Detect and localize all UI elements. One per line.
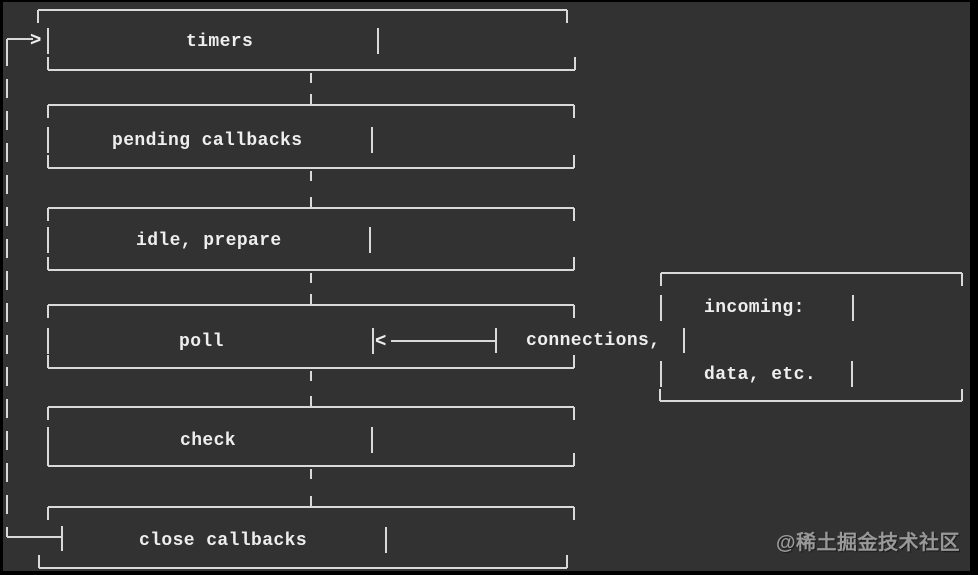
watermark-text: @稀土掘金技术社区 — [775, 532, 960, 554]
connector-tick-down — [310, 273, 312, 283]
timers-top-left-corner — [37, 10, 39, 23]
loop-arrowhead-icon: > — [30, 29, 42, 52]
close-callbacks-top-left-corner — [47, 507, 49, 520]
poll-bottom-right-corner — [573, 355, 575, 368]
idle-prepare-label-pipe-right — [369, 227, 371, 253]
check-top-right-corner — [573, 407, 575, 420]
loop-top-line — [7, 38, 33, 40]
pending-callbacks-label-pipe-left — [47, 127, 49, 153]
idle-prepare-bottom-left-corner — [47, 257, 49, 270]
pending-callbacks-top-left-corner — [47, 105, 49, 118]
timers-bottom-right-corner — [574, 57, 576, 70]
connector-tick-up — [310, 496, 312, 506]
frame-edge-left — [0, 0, 3, 575]
close-callbacks-bottom-right-corner — [566, 555, 568, 568]
poll-arrow-shaft — [391, 340, 496, 342]
close-callbacks-bottom-border — [39, 567, 567, 569]
loop-bottom-corner — [6, 530, 8, 537]
connector-tick-down — [310, 171, 312, 181]
idle-prepare-bottom-border — [48, 269, 574, 271]
close-callbacks-bottom-left-corner — [38, 555, 40, 568]
data-row-pipe-right — [851, 361, 853, 387]
incoming-box-bottom-right-corner — [961, 389, 963, 401]
phase-label-pending-callbacks: pending callbacks — [112, 131, 303, 151]
frame-edge-right — [970, 0, 978, 575]
sidebox-label-data-etc: data, etc. — [704, 365, 817, 385]
incoming-box-top-right-corner — [961, 273, 963, 286]
phase-label-poll: poll — [179, 332, 224, 352]
loop-junction-tick — [61, 526, 63, 551]
pending-callbacks-bottom-left-corner — [47, 155, 49, 168]
pending-callbacks-top-right-corner — [573, 105, 575, 118]
timers-label-pipe-left — [47, 28, 49, 54]
pending-callbacks-label-pipe-right — [371, 127, 373, 153]
phase-label-idle-prepare: idle, prepare — [136, 231, 282, 251]
connector-tick-up — [310, 294, 312, 304]
check-bottom-border — [48, 465, 574, 467]
connector-tick-down — [310, 73, 312, 83]
poll-bottom-border — [48, 367, 574, 369]
timers-bottom-left-corner — [47, 57, 49, 70]
phase-label-timers: timers — [186, 32, 254, 52]
close-callbacks-top-right-corner — [573, 507, 575, 520]
idle-prepare-bottom-right-corner — [573, 257, 575, 270]
poll-label-pipe-left — [47, 328, 49, 354]
close-callbacks-label-pipe-right — [385, 527, 387, 553]
pending-callbacks-top-border — [48, 104, 574, 106]
close-callbacks-top-border — [48, 506, 574, 508]
connections-row-pipe-right — [683, 328, 685, 353]
poll-label-pipe-right — [372, 328, 374, 354]
incoming-row-pipe-right — [852, 295, 854, 321]
check-label-pipe-right — [371, 427, 373, 453]
poll-top-border — [48, 304, 574, 306]
poll-arrowhead-icon: < — [375, 330, 387, 353]
phase-label-close-callbacks: close callbacks — [139, 531, 308, 551]
timers-top-right-corner — [566, 10, 568, 23]
loop-dashed-line — [6, 47, 8, 530]
idle-prepare-top-right-corner — [573, 208, 575, 221]
check-top-left-corner — [47, 407, 49, 420]
poll-top-left-corner — [47, 305, 49, 318]
sidebox-label-incoming: incoming: — [704, 298, 805, 318]
poll-bottom-left-corner — [47, 355, 49, 368]
idle-prepare-label-pipe-left — [47, 227, 49, 253]
check-label-pipe-left — [47, 427, 49, 453]
idle-prepare-top-left-corner — [47, 208, 49, 221]
check-bottom-left-corner — [47, 453, 49, 466]
connector-tick-down — [310, 469, 312, 479]
timers-top-border — [38, 9, 567, 11]
incoming-row-pipe-left — [660, 295, 662, 321]
idle-prepare-top-border — [48, 207, 574, 209]
loop-top-corner — [6, 39, 8, 47]
pending-callbacks-bottom-right-corner — [573, 155, 575, 168]
phase-label-check: check — [180, 431, 237, 451]
check-top-border — [48, 406, 574, 408]
poll-arrow-origin-tick — [495, 328, 497, 353]
incoming-box-top-left-corner — [660, 273, 662, 286]
incoming-box-bottom-border — [660, 400, 962, 402]
loop-bottom-line — [7, 536, 63, 538]
connector-tick-down — [310, 371, 312, 381]
timers-bottom-border — [48, 69, 575, 71]
check-bottom-right-corner — [573, 453, 575, 466]
sidebox-label-connections: connections, — [526, 331, 661, 351]
timers-label-pipe-right — [377, 28, 379, 54]
frame-edge-top — [0, 0, 978, 2]
incoming-box-top-border — [661, 272, 962, 274]
connector-tick-up — [310, 197, 312, 207]
incoming-box-bottom-left-corner — [659, 389, 661, 401]
connector-tick-up — [310, 396, 312, 406]
connector-tick-up — [310, 94, 312, 104]
pending-callbacks-bottom-border — [48, 167, 574, 169]
poll-top-right-corner — [573, 305, 575, 318]
data-row-pipe-left — [660, 361, 662, 387]
frame-edge-bottom — [0, 571, 978, 575]
